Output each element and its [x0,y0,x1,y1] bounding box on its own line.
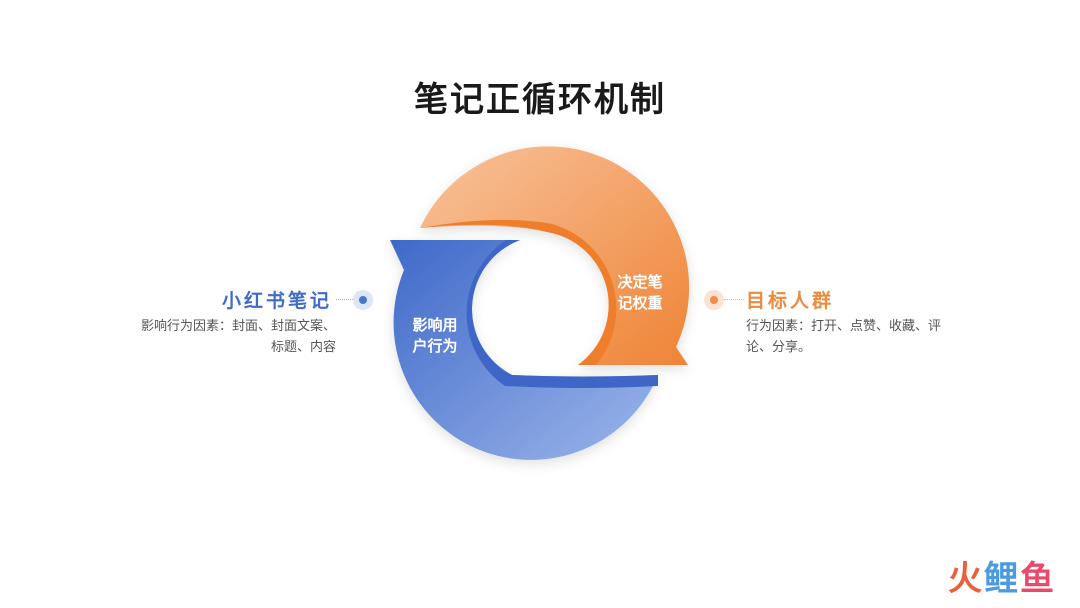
left-node-desc: 影响行为因素：封面、封面文案、 标题、内容 [100,316,336,358]
watermark-char-2: 鲤 [984,559,1020,599]
left-node-title: 小红书笔记 [221,290,332,312]
watermark-char-1: 火 [948,559,984,599]
watermark-logo: 火鲤鱼 [948,551,1056,600]
right-node-desc-line2: 论、分享。 [746,340,812,355]
left-leader-line [336,299,353,300]
blue-arc [390,240,658,460]
orange-arc [420,146,690,365]
right-node-desc-line1: 行为因素：打开、点赞、收藏、评 [746,319,942,334]
left-arc-label: 影响用 户行为 [405,315,465,357]
right-arc-label-line2: 记权重 [617,294,663,312]
right-leader-line [724,299,744,300]
orange-inner-rim [420,219,617,365]
right-arc-label-line1: 决定笔 [617,273,663,291]
page-title: 笔记正循环机制 [414,80,666,120]
left-arc-label-line2: 户行为 [412,337,458,355]
right-node-desc: 行为因素：打开、点赞、收藏、评 论、分享。 [746,316,991,358]
right-node-dot [704,290,724,310]
left-arc-label-line1: 影响用 [412,316,458,334]
watermark-char-3: 鱼 [1020,559,1056,599]
right-node-title: 目标人群 [746,290,835,312]
right-arc-label: 决定笔 记权重 [610,272,670,314]
left-node-desc-line1: 影响行为因素：封面、封面文案、 [140,319,336,334]
left-node-dot [353,290,373,310]
left-node-desc-line2: 标题、内容 [270,340,336,355]
